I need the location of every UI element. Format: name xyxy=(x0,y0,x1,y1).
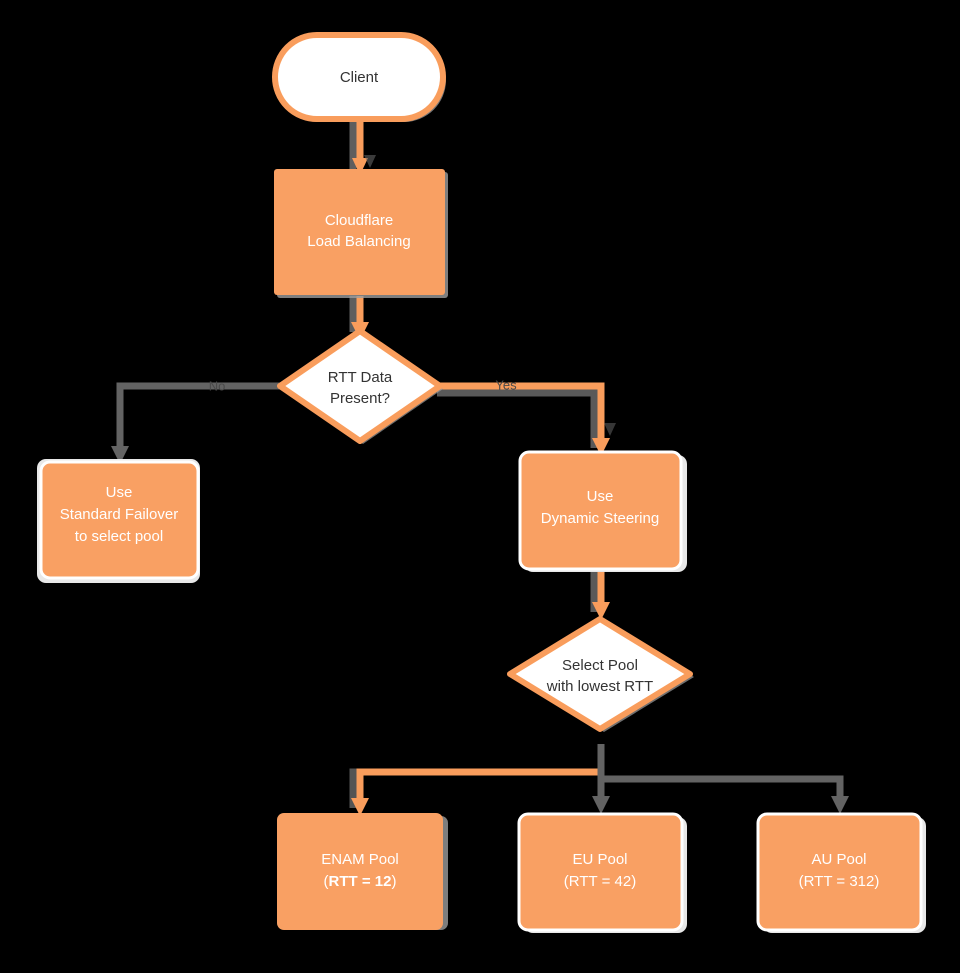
node-load-balancing-line1: Cloudflare xyxy=(325,212,393,229)
enam-paren-close: ) xyxy=(391,873,396,890)
node-load-balancing-line2: Load Balancing xyxy=(307,233,410,250)
node-rtt-data-present[interactable]: RTT Data Present? xyxy=(277,328,443,444)
enam-paren-open: ( xyxy=(324,873,329,890)
edge-dynamic-steering-to-select-pool xyxy=(590,570,610,620)
node-enam-pool[interactable]: ENAM Pool (RTT = 12) xyxy=(277,813,448,930)
node-enam-pool-label: ENAM Pool xyxy=(321,851,399,868)
node-au-pool[interactable]: AU Pool (RTT = 312) xyxy=(756,812,926,933)
node-standard-failover-line2: Standard Failover xyxy=(60,506,178,523)
eu-rtt-value: RTT = 42 xyxy=(569,873,631,890)
edge-select-pool-to-au-pool xyxy=(601,775,849,814)
eu-paren-open: ( xyxy=(564,873,569,890)
node-standard-failover-line1: Use xyxy=(106,484,133,501)
node-client[interactable]: Client xyxy=(272,32,446,122)
node-au-pool-rtt: (RTT = 312) xyxy=(799,873,880,890)
node-dynamic-steering-line1: Use xyxy=(587,488,614,505)
edge-rtt-decision-yes-to-dynamic-steering xyxy=(437,382,616,456)
node-au-pool-label: AU Pool xyxy=(811,851,866,868)
au-paren-open: ( xyxy=(799,873,804,890)
node-load-balancing[interactable]: Cloudflare Load Balancing xyxy=(274,169,448,298)
edge-rtt-decision-no-to-standard-failover xyxy=(111,382,284,464)
node-select-pool-line2: with lowest RTT xyxy=(546,678,653,695)
edge-label-no: No xyxy=(209,378,226,393)
edge-select-pool-to-enam-pool xyxy=(349,768,601,816)
node-rtt-data-present-line2: Present? xyxy=(330,390,390,407)
au-rtt-value: RTT = 312 xyxy=(804,873,875,890)
node-rtt-data-present-line1: RTT Data xyxy=(328,369,393,386)
node-dynamic-steering-line2: Dynamic Steering xyxy=(541,510,659,527)
eu-paren-close: ) xyxy=(631,873,636,890)
enam-rtt-value: RTT = 12 xyxy=(329,873,392,890)
edge-label-yes: Yes xyxy=(495,377,517,392)
node-eu-pool[interactable]: EU Pool (RTT = 42) xyxy=(517,812,687,933)
node-dynamic-steering[interactable]: Use Dynamic Steering xyxy=(518,450,687,572)
au-paren-close: ) xyxy=(874,873,879,890)
node-select-pool-lowest-rtt[interactable]: Select Pool with lowest RTT xyxy=(507,616,694,732)
node-standard-failover-line3: to select pool xyxy=(75,528,163,545)
node-standard-failover[interactable]: Use Standard Failover to select pool xyxy=(37,459,200,583)
edge-client-to-load-balancing xyxy=(349,118,376,175)
node-enam-pool-rtt: (RTT = 12) xyxy=(324,873,397,890)
node-client-label: Client xyxy=(340,69,379,86)
node-eu-pool-label: EU Pool xyxy=(572,851,627,868)
node-select-pool-line1: Select Pool xyxy=(562,657,638,674)
node-eu-pool-rtt: (RTT = 42) xyxy=(564,873,636,890)
